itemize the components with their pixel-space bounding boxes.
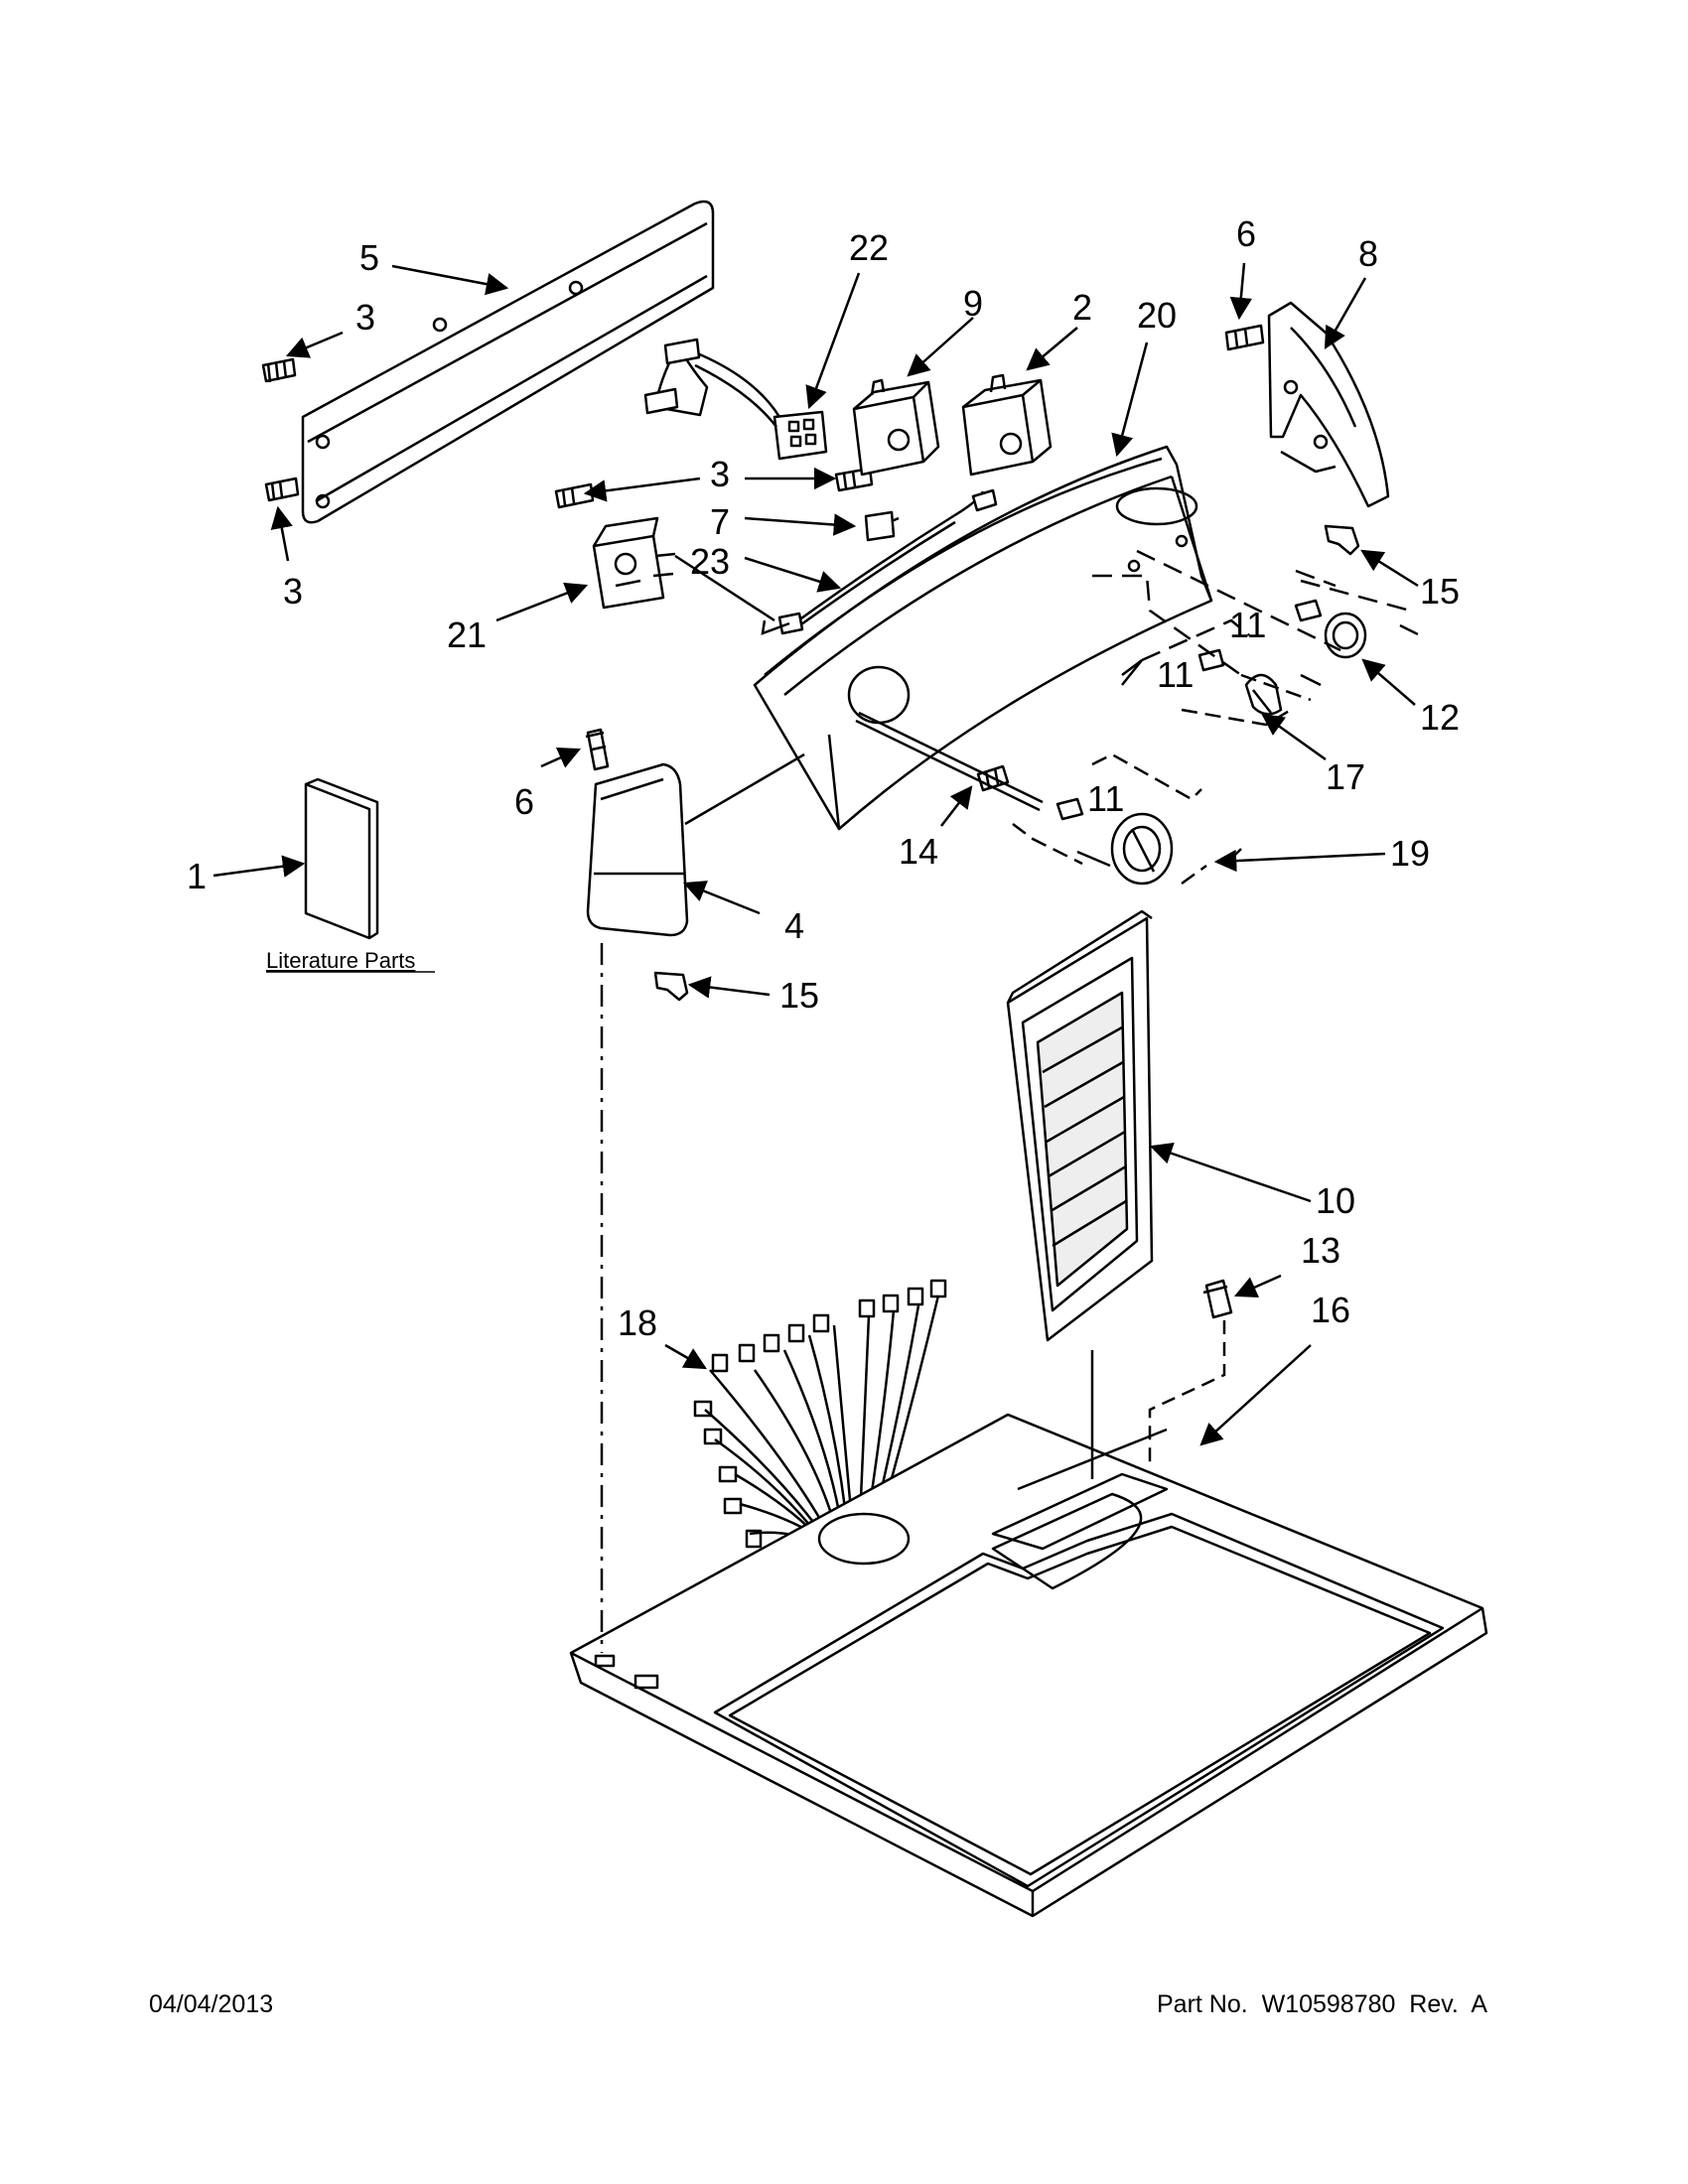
callout-labels: 5 3 3 3 7 23 21 22 9 2 20 6 8 15 11 11 1… [187, 213, 1460, 1343]
footer-date: 04/04/2013 [149, 1990, 274, 2018]
part-6-screw-left [585, 728, 610, 771]
callout-7: 7 [710, 501, 730, 542]
callout-1: 1 [187, 856, 207, 896]
callout-15: 15 [1420, 571, 1460, 612]
callout-22: 22 [849, 227, 889, 268]
part-4-end-cap [586, 762, 689, 937]
part-15-clip-left [653, 971, 689, 1002]
callout-6: 6 [1236, 213, 1256, 254]
part-1-literature [304, 777, 379, 940]
part-22-wire-harness [643, 338, 828, 461]
leader-arrows [212, 262, 1419, 1446]
callout-23: 23 [690, 541, 730, 582]
part-2-switch [961, 373, 1053, 477]
part-23-wire [777, 488, 998, 635]
callout-17: 17 [1326, 756, 1365, 797]
callout-11: 11 [1087, 778, 1124, 819]
callout-11: 11 [1229, 605, 1266, 645]
part-19-timer-knob [1110, 812, 1174, 886]
callout-21: 21 [447, 614, 487, 655]
part-12-knob [1324, 612, 1367, 659]
part-17-knob [1244, 673, 1283, 716]
part-9-switch [852, 378, 940, 477]
callout-19: 19 [1390, 833, 1430, 874]
part-8-bracket [1267, 301, 1390, 508]
callout-2: 2 [1072, 287, 1092, 328]
literature-parts-label: Literature Parts [266, 948, 415, 973]
part-20-console [753, 445, 1213, 831]
callout-12: 12 [1420, 697, 1460, 738]
callout-4: 4 [784, 905, 804, 946]
part-6-screw-upper [1224, 324, 1265, 351]
part-11-spring-lower [1055, 797, 1084, 821]
callout-10: 10 [1316, 1180, 1355, 1221]
part-13-screw [1202, 1279, 1233, 1319]
callout-3: 3 [355, 297, 375, 338]
callout-6: 6 [514, 781, 534, 822]
part-5-rear-panel [301, 200, 715, 524]
part-3-screw-lower-left [264, 477, 300, 502]
footer-part-number: Part No. W10598780 Rev. A [1157, 1990, 1488, 2018]
part-3-screw-upper-left [261, 357, 297, 383]
callout-8: 8 [1358, 233, 1378, 274]
part-11-spring-middle [1197, 648, 1225, 672]
part-11-spring-upper [1294, 599, 1323, 622]
callout-5: 5 [359, 237, 379, 278]
part-18-harness [693, 1279, 947, 1549]
part-16-top-panel [569, 1413, 1488, 1918]
part-3-screw-middle [554, 482, 595, 509]
part-7-connector [864, 510, 900, 542]
callout-20: 20 [1137, 295, 1177, 336]
callout-18: 18 [618, 1302, 657, 1343]
part-10-lint-screen [1006, 909, 1154, 1342]
part-15-clip-right [1324, 524, 1360, 556]
callout-16: 16 [1311, 1290, 1350, 1330]
callout-14: 14 [899, 831, 938, 872]
callout-9: 9 [963, 283, 983, 324]
callout-11: 11 [1157, 654, 1194, 695]
callout-3: 3 [710, 454, 730, 494]
timer-shaft [855, 711, 1044, 812]
callout-3: 3 [283, 571, 303, 612]
part-21-timer [592, 516, 775, 622]
callout-13: 13 [1301, 1230, 1340, 1271]
callout-15: 15 [779, 975, 819, 1016]
